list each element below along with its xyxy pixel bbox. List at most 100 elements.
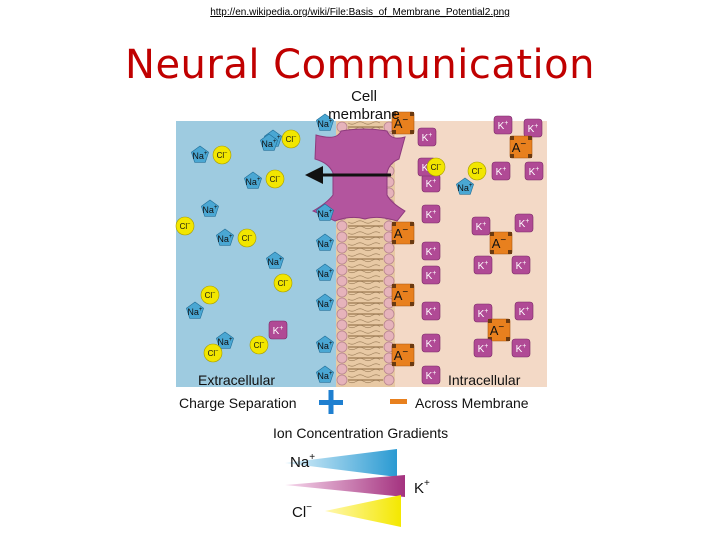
cell-membrane-label-line1: Cell (351, 88, 377, 105)
extracellular-label: Extracellular (198, 372, 275, 388)
svg-text:K+: K+ (426, 246, 437, 258)
potassium-ion (421, 241, 441, 261)
source-url-link[interactable]: http://en.wikipedia.org/wiki/File:Basis_… (210, 7, 510, 18)
potassium-ion (421, 265, 441, 285)
svg-text:Na+: Na+ (457, 182, 473, 193)
lipid-head (336, 308, 348, 320)
svg-text:K+: K+ (529, 166, 540, 178)
svg-text:Cl−: Cl− (270, 174, 281, 184)
chloride-ion (212, 145, 232, 165)
sodium-ion (316, 335, 334, 353)
chloride-ion (281, 129, 301, 149)
svg-text:A−: A− (394, 225, 409, 241)
sodium-ion (316, 203, 334, 221)
chloride-gradient-label: Cl− (292, 502, 312, 521)
charge-separation-label: Charge Separation (179, 395, 297, 411)
potassium-ion (493, 115, 513, 135)
potassium-ion (421, 365, 441, 385)
potassium-ion (473, 303, 493, 323)
svg-text:Cl−: Cl− (208, 348, 219, 358)
svg-text:Na+: Na+ (217, 336, 233, 347)
svg-text:A−: A− (490, 322, 505, 338)
sodium-ion (260, 133, 278, 151)
sodium-ion (216, 331, 234, 349)
sodium-ion (316, 293, 334, 311)
lipid-head (383, 319, 395, 331)
sodium-ion (191, 145, 209, 163)
svg-text:K+: K+ (519, 306, 530, 318)
svg-text:K+: K+ (273, 325, 284, 337)
svg-text:A−: A− (394, 115, 409, 131)
svg-text:Na+: Na+ (245, 176, 261, 187)
sodium-ion (266, 251, 284, 269)
minus-sign-icon (390, 399, 407, 404)
svg-text:Cl−: Cl− (242, 233, 253, 243)
lipid-head (383, 253, 395, 265)
svg-text:K+: K+ (422, 132, 433, 144)
lipid-head (336, 330, 348, 342)
potassium-gradient-label: K+ (414, 478, 430, 497)
svg-text:Na+: Na+ (317, 298, 333, 309)
chloride-ion (467, 161, 487, 181)
lipid-head (383, 275, 395, 287)
svg-text:K+: K+ (426, 209, 437, 221)
chloride-gradient-wedge (325, 495, 401, 527)
lipid-head (336, 352, 348, 364)
svg-text:Na+: Na+ (261, 138, 277, 149)
chloride-ion (265, 169, 285, 189)
lipid-head (336, 242, 348, 254)
across-membrane-label: Across Membrane (415, 395, 529, 411)
anion (391, 111, 415, 135)
svg-text:Cl−: Cl− (286, 134, 297, 144)
svg-text:Na+: Na+ (192, 150, 208, 161)
svg-text:K+: K+ (516, 343, 527, 355)
anion (489, 231, 513, 255)
potassium-ion (421, 204, 441, 224)
svg-text:Cl−: Cl− (278, 278, 289, 288)
svg-text:Na+: Na+ (317, 118, 333, 129)
anion (391, 343, 415, 367)
svg-text:Na+: Na+ (187, 306, 203, 317)
lipid-head (383, 242, 395, 254)
lipid-head (383, 374, 395, 386)
svg-text:Na+: Na+ (317, 208, 333, 219)
svg-text:Na+: Na+ (317, 340, 333, 351)
svg-text:Cl−: Cl− (205, 290, 216, 300)
lipid-head (336, 275, 348, 287)
lipid-head (336, 220, 348, 232)
svg-text:K+: K+ (496, 166, 507, 178)
potassium-ion (473, 255, 493, 275)
svg-text:K+: K+ (426, 270, 437, 282)
svg-text:Na+: Na+ (317, 238, 333, 249)
potassium-gradient-wedge (285, 475, 405, 497)
svg-text:Na+: Na+ (202, 204, 218, 215)
potassium-ion (514, 301, 534, 321)
chloride-ion (249, 335, 269, 355)
chloride-ion (426, 157, 446, 177)
svg-text:K+: K+ (476, 221, 487, 233)
svg-text:Na+: Na+ (267, 256, 283, 267)
svg-text:Cl−: Cl− (217, 150, 228, 160)
ion-channel (305, 128, 406, 222)
sodium-ion (201, 199, 219, 217)
plus-sign-icon (319, 390, 343, 414)
svg-text:K+: K+ (528, 123, 539, 135)
sodium-ion (244, 171, 262, 189)
lipid-head (336, 231, 348, 243)
potassium-ion (511, 255, 531, 275)
chloride-ion (273, 273, 293, 293)
svg-text:A−: A− (492, 235, 507, 251)
anion (487, 318, 511, 342)
sodium-ion (316, 113, 334, 131)
potassium-ion (268, 320, 288, 340)
chloride-ion (200, 285, 220, 305)
svg-text:K+: K+ (519, 218, 530, 230)
sodium-gradient-wedge (285, 449, 397, 477)
sodium-ion (316, 365, 334, 383)
ion-gradients-label: Ion Concentration Gradients (273, 425, 448, 441)
lipid-head (336, 319, 348, 331)
cell-membrane-label-line2: membrane (328, 106, 400, 123)
page-title: Neural Communication (125, 42, 595, 88)
potassium-ion (491, 161, 511, 181)
chloride-ion (203, 343, 223, 363)
